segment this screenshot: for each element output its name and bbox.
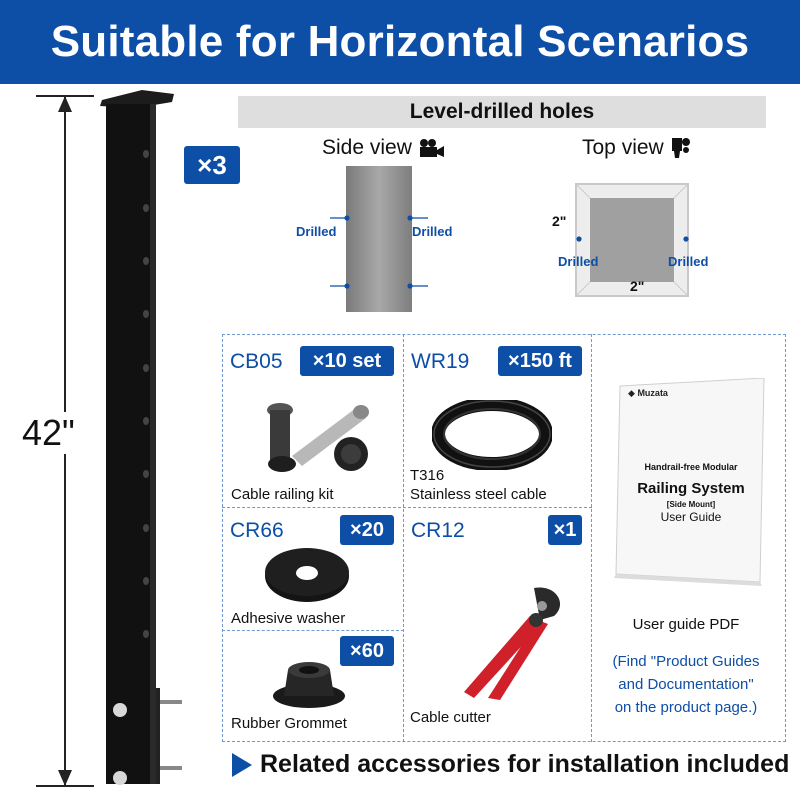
guide-doc-line2: Railing System xyxy=(637,480,745,497)
user-guide-note-line1: (Find "Product Guides xyxy=(612,653,760,670)
rubber-grommet-image xyxy=(273,662,345,708)
user-guide-document-image xyxy=(614,378,765,586)
accessory-qty-grommet: ×60 xyxy=(340,636,394,666)
dimension-arrow-down xyxy=(58,770,72,786)
title-banner: Suitable for Horizontal Scenarios xyxy=(0,0,800,84)
overhead-camera-icon xyxy=(671,138,690,158)
railing-post-image xyxy=(100,90,182,785)
side-drilled-left-label: Drilled xyxy=(296,224,337,239)
footer: Related accessories for installation inc… xyxy=(232,750,789,779)
holes-header: Level-drilled holes xyxy=(238,96,766,128)
accessories-divider xyxy=(222,630,404,631)
user-guide-note: (Find "Product Guides and Documentation"… xyxy=(594,650,778,719)
side-view-title: Side view xyxy=(322,136,446,160)
accessories-divider xyxy=(403,334,404,742)
top-view-diagram xyxy=(575,183,689,297)
top-drilled-left-label: Drilled xyxy=(558,254,599,269)
post-quantity-badge: ×3 xyxy=(184,146,240,184)
accessory-qty-wr19: ×150 ft xyxy=(498,346,582,376)
play-arrow-icon xyxy=(232,752,252,777)
accessory-qty-cb05: ×10 set xyxy=(300,346,394,376)
accessories-panel xyxy=(222,334,786,742)
guide-doc-line4: User Guide xyxy=(660,510,722,524)
cable-railing-kit-image xyxy=(267,403,369,472)
accessory-caption-grommet: Rubber Grommet xyxy=(231,715,347,732)
guide-brand-text: Muzata xyxy=(637,388,668,398)
cable-cutter-image xyxy=(464,587,561,700)
accessory-code-cr12: CR12 xyxy=(411,519,465,542)
guide-brand: ◆ Muzata xyxy=(628,388,668,399)
video-camera-icon xyxy=(419,139,444,157)
accessory-caption-wr19-line2: Stainless steel cable xyxy=(410,486,547,503)
top-drilled-right-label: Drilled xyxy=(668,254,709,269)
accessory-caption-wr19-line1: T316 xyxy=(410,467,445,484)
side-view-label: Side view xyxy=(322,136,412,159)
accessory-caption-cr66: Adhesive washer xyxy=(231,610,346,627)
side-drilled-right-label: Drilled xyxy=(412,224,453,239)
user-guide-note-line3: on the product page.) xyxy=(614,699,758,716)
dimension-arrow-up xyxy=(58,96,72,112)
accessory-caption-cr12: Cable cutter xyxy=(410,709,491,726)
accessory-code-wr19: WR19 xyxy=(411,350,470,373)
accessory-qty-cr12: ×1 xyxy=(548,515,582,545)
user-guide-caption: User guide PDF xyxy=(632,616,740,633)
adhesive-washer-image xyxy=(265,548,349,602)
accessory-code-cb05: CB05 xyxy=(230,350,283,373)
side-view-diagram xyxy=(330,166,428,312)
guide-doc-line3: [Side Mount] xyxy=(666,500,716,509)
height-label: 42" xyxy=(22,412,102,454)
top-view-title: Top view xyxy=(582,136,692,160)
dimension-cap-bottom xyxy=(36,785,94,787)
guide-doc-line1: Handrail-free Modular xyxy=(644,462,738,472)
top-view-dimension-horizontal: 2" xyxy=(630,278,645,294)
accessories-divider xyxy=(591,334,592,742)
accessory-qty-cr66: ×20 xyxy=(340,515,394,545)
footer-text: Related accessories for installation inc… xyxy=(260,750,790,778)
accessory-code-cr66: CR66 xyxy=(230,519,284,542)
stainless-steel-cable-image xyxy=(432,400,552,470)
user-guide-note-line2: and Documentation" xyxy=(618,676,754,693)
page-title: Suitable for Horizontal Scenarios xyxy=(50,17,750,66)
top-view-dimension-vertical: 2" xyxy=(552,213,567,229)
top-view-label: Top view xyxy=(582,136,664,159)
muzata-logo-icon: ◆ xyxy=(628,388,635,398)
accessories-divider xyxy=(222,507,592,508)
accessory-caption-cb05: Cable railing kit xyxy=(231,486,334,503)
